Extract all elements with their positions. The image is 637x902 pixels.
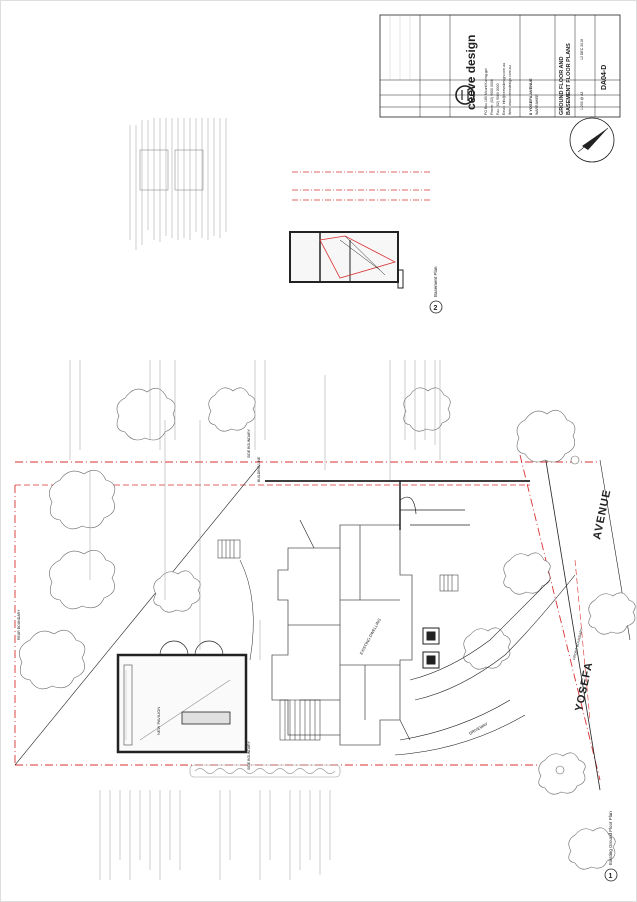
site-plan: SIDE BOUNDARY SIDE BOUNDARY REAR BOUNDAR…	[14, 360, 636, 880]
side-boundary-label-1: SIDE BOUNDARY	[247, 428, 251, 458]
title-block-frame	[379, 14, 621, 118]
street-name-avenue: AVENUE	[591, 488, 613, 540]
patio	[279, 699, 321, 741]
project-address-1: 6 YOSEFA AVENUE	[528, 78, 533, 115]
company-logo-icon	[455, 85, 475, 105]
drawing-title-2: BASEMENT FLOOR PLANS	[566, 43, 572, 115]
new-pavilion-label: NEW PAVILION	[156, 707, 161, 735]
plan-2-marker: 2 Basement Plan	[429, 266, 443, 314]
driveway	[265, 480, 576, 756]
plan-1-marker: 1 Existing Ground Floor Plan	[604, 811, 618, 882]
annotation-leaders	[69, 360, 441, 880]
front-boundary-label: FRONT BOUNDARY	[572, 627, 584, 660]
side-boundary-label-2: SIDE BOUNDARY	[247, 740, 251, 770]
building-line-label: BUILDING LINE	[257, 456, 261, 482]
company-fax: Fax: (02) 9000 0000	[496, 83, 500, 115]
plan-1-number: 1	[609, 873, 613, 880]
plan-1-title: Existing Ground Floor Plan	[608, 811, 613, 865]
new-pavilion	[116, 640, 248, 754]
drawing-number: DA04-D	[601, 65, 608, 90]
plan-2-title: Basement Plan	[433, 266, 438, 297]
company-phone: Phone: (02) 9000 0000	[490, 79, 494, 115]
plan-2-number: 2	[434, 305, 438, 312]
tree-icons	[19, 387, 636, 870]
notes-block	[129, 118, 227, 250]
carport-columns	[422, 627, 440, 669]
drawing-date: 12 DEC 2018	[580, 39, 584, 60]
hedge-row	[189, 764, 341, 778]
project-address-2: WARRAWEE	[535, 94, 539, 115]
entry-stairs	[439, 574, 459, 592]
drawing-title-1: GROUND FLOOR AND	[559, 57, 565, 115]
garden-stairs	[217, 539, 254, 661]
company-web: Web: www.ceevedesign.com.au	[508, 65, 512, 115]
drawing-scale: 1:200 @ A3	[580, 92, 584, 110]
basement-plan	[289, 171, 430, 289]
north-arrow-icon	[569, 117, 615, 163]
front-boundary-line	[519, 454, 601, 781]
company-name: ceeve design	[464, 35, 478, 110]
driveway-label: DRIVEWAY	[468, 721, 489, 736]
kerb-line-1	[544, 454, 601, 791]
company-address: PO Box 180 Mount Kuring-gai	[484, 68, 488, 115]
company-email: Email: info@ceevedesign.com.au	[502, 63, 506, 115]
street-name-yosefa: YOSEFA	[573, 661, 595, 713]
rear-boundary-label: REAR BOUNDARY	[17, 609, 21, 640]
title-block	[379, 14, 621, 118]
existing-dwelling	[271, 524, 413, 746]
